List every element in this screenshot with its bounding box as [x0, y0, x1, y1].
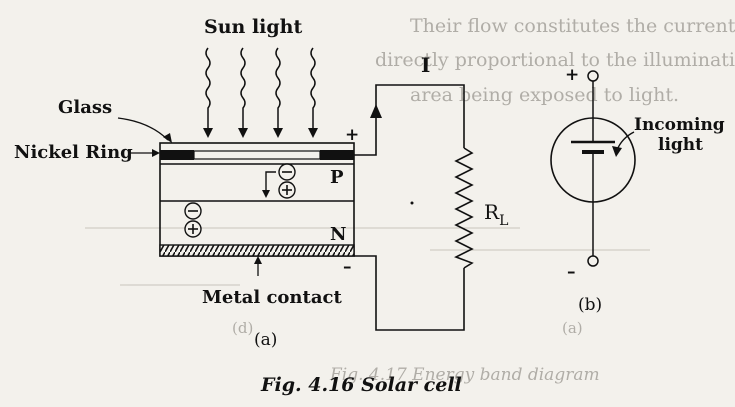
bleed-sub-a: (a) — [562, 319, 583, 337]
carrier-signs — [188, 171, 292, 234]
figure-caption: Fig. 4.16 Solar cell — [260, 374, 462, 396]
current-label: I — [421, 53, 430, 77]
glass-pointer-head — [163, 133, 172, 143]
glass-pointer — [117, 117, 169, 141]
sun-ray-3 — [275, 47, 281, 130]
p-region-label: P — [330, 167, 344, 188]
incoming-light-label-1: Incoming — [634, 115, 725, 135]
n-region-label: N — [330, 224, 346, 245]
carrier-motion-arrowhead — [262, 190, 270, 198]
nickel-ring-label: Nickel Ring — [14, 142, 133, 163]
sub-label-a: (a) — [254, 330, 277, 350]
bleed-through: Their flow constitutes the current which… — [85, 15, 735, 385]
metal-contact-layer — [159, 244, 355, 257]
positive-terminal-label: + — [345, 125, 359, 145]
sun-ray-arrowheads — [203, 128, 318, 138]
load-resistor — [454, 147, 474, 269]
photodiode-bottom-terminal — [587, 255, 599, 267]
solar-cell — [159, 142, 355, 257]
incoming-light-arrowhead — [612, 146, 622, 157]
photodiode-envelope — [550, 117, 636, 203]
photodiode-top-terminal — [587, 70, 599, 82]
incoming-light-label-2: light — [658, 135, 703, 155]
bleed-line-2: directly proportional to the illuminatio… — [375, 49, 735, 71]
glass-window — [193, 150, 321, 160]
current-arrowhead — [370, 104, 382, 118]
nickel-ring-left — [160, 150, 194, 160]
photodiode-plus-label: + — [565, 65, 579, 85]
metal-contact-pointer-head — [254, 256, 262, 264]
circuit-wire-bottom — [354, 255, 465, 331]
nickel-ring-right — [320, 150, 354, 160]
bleed-caption: Fig. 4.17 Energy band diagram — [329, 365, 600, 385]
load-resistor-label: RL — [484, 200, 508, 229]
negative-terminal-label: – — [343, 257, 352, 277]
photodiode — [550, 70, 636, 267]
sun-ray-2 — [240, 47, 246, 130]
carrier-motion-arrow — [265, 171, 276, 194]
glass-label: Glass — [58, 97, 112, 118]
sun-ray-1 — [205, 47, 211, 130]
bleed-sub-d: (d) — [232, 319, 253, 337]
sun-light-label: Sun light — [204, 16, 302, 38]
sun-rays — [205, 47, 316, 130]
stray-dot — [410, 201, 414, 205]
nickel-ring-pointer-head — [152, 149, 160, 157]
metal-contact-label: Metal contact — [202, 287, 342, 308]
bleed-line-1: Their flow constitutes the current which… — [410, 15, 735, 37]
photodiode-minus-label: – — [567, 262, 576, 282]
incoming-light-arrow — [616, 131, 635, 151]
circuit-wire-top — [354, 84, 465, 156]
sun-ray-4 — [310, 47, 316, 130]
external-circuit — [354, 84, 474, 331]
sub-label-b: (b) — [578, 295, 602, 315]
bleed-line-3: area being exposed to light. — [410, 84, 679, 106]
